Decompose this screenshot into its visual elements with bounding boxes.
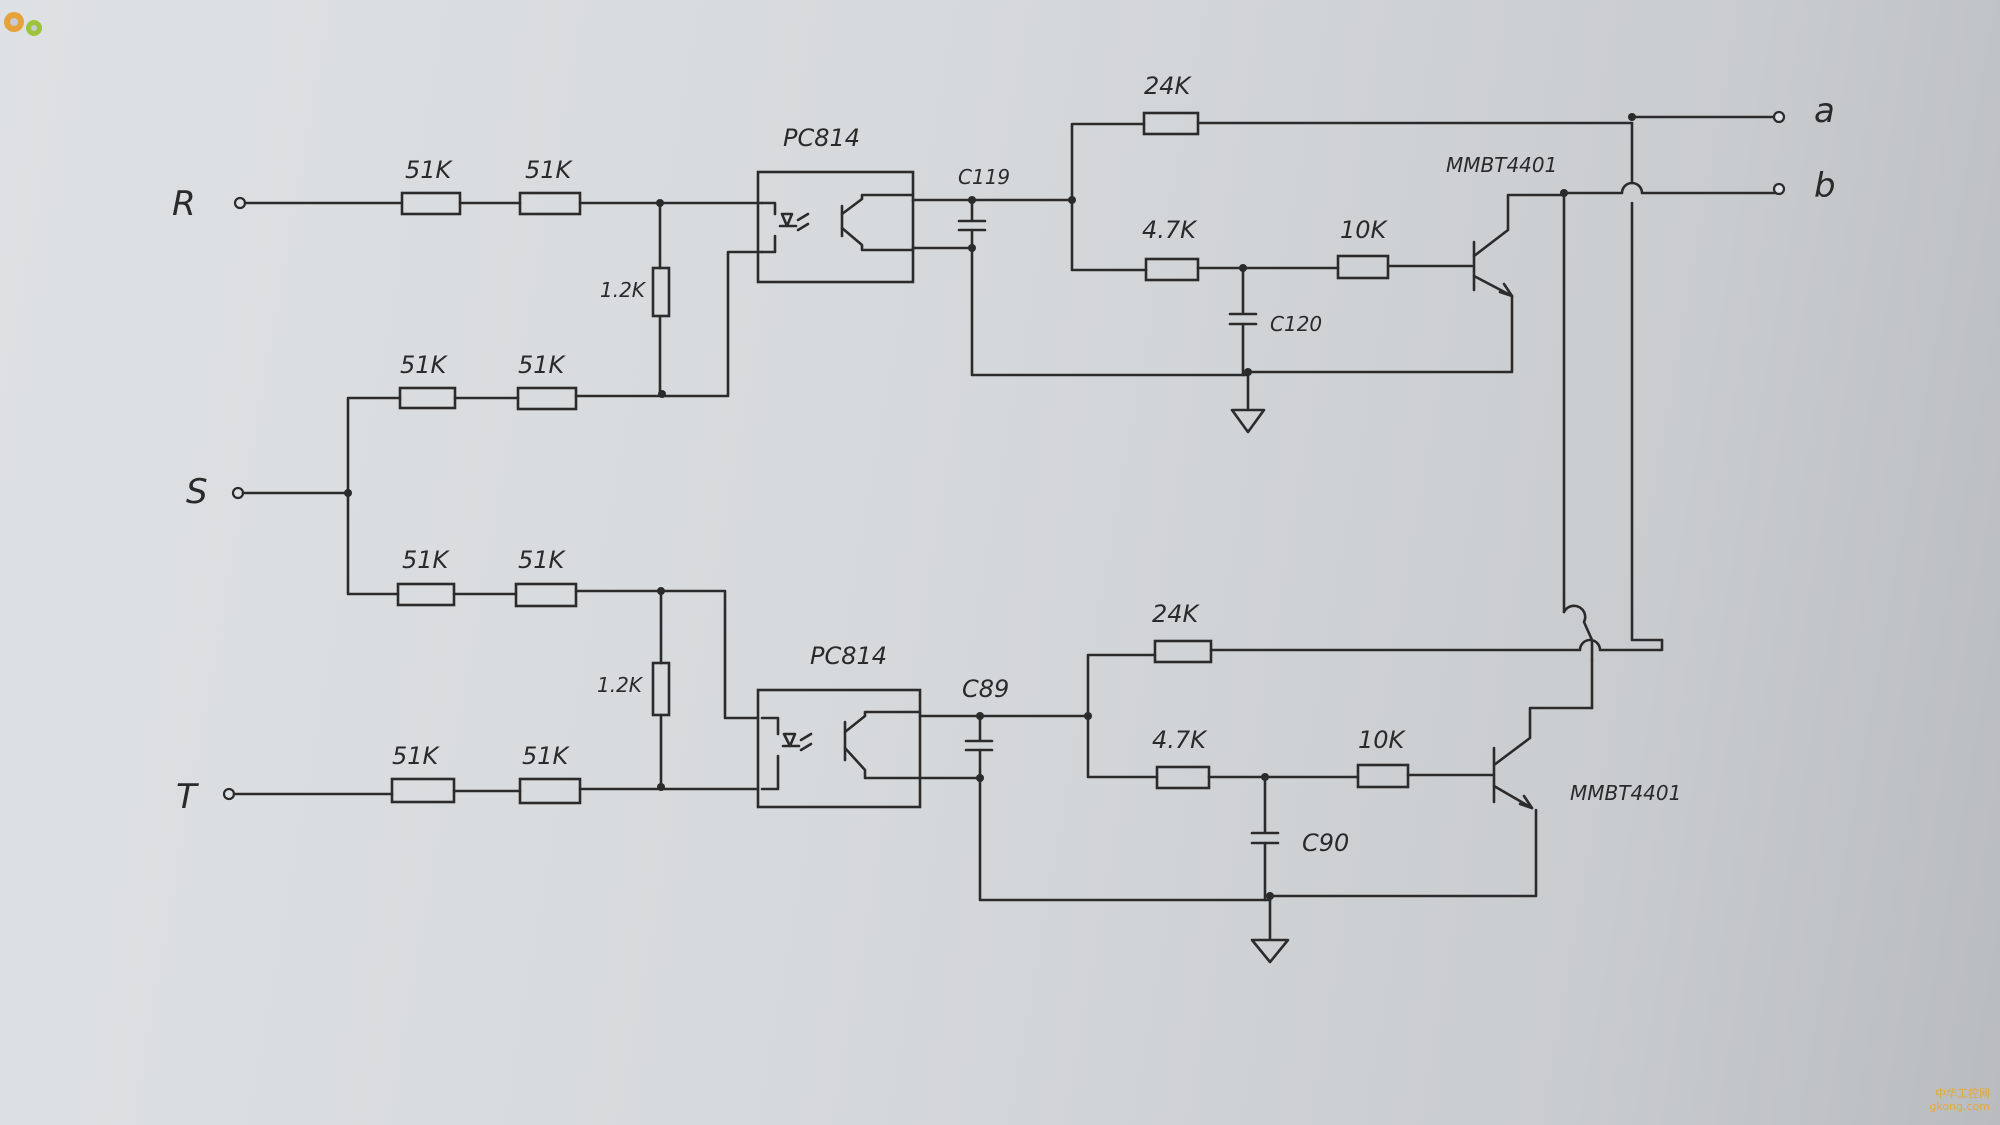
label-r-res1: 51K [405, 156, 454, 184]
label-c119: C119 [958, 165, 1010, 189]
ic-label-bottom: PC814 [810, 642, 887, 670]
s-input-network [231, 250, 764, 791]
label-47k-top: 4.7K [1142, 216, 1198, 244]
label-mmbt-top: MMBT4401 [1446, 153, 1557, 177]
terminal-label-r: R [172, 184, 196, 224]
label-24k-top: 24K [1144, 72, 1193, 100]
resistor-24k-top [1142, 111, 1200, 136]
resistor-24k-bot [1153, 639, 1213, 664]
capacitor-c120 [1228, 312, 1258, 326]
resistor-s-bot-2 [514, 582, 578, 608]
label-mmbt-bot: MMBT4401 [1570, 781, 1681, 805]
optocoupler-bottom [756, 688, 922, 809]
resistor-10k-top [1336, 254, 1390, 280]
resistor-t-2 [518, 777, 582, 805]
terminal-t [222, 787, 236, 801]
label-t-res1: 51K [392, 742, 441, 770]
watermark-line1: 中华工控网 [1935, 1087, 1990, 1100]
resistor-r-1 [400, 191, 462, 216]
resistor-s-top-1 [398, 386, 457, 410]
terminal-r [233, 196, 247, 210]
label-s-bot-res1: 51K [402, 546, 451, 574]
optocoupler-top [756, 170, 915, 284]
watermark-gear-icon [4, 12, 42, 36]
top-output-network [911, 110, 1786, 642]
watermark-line2: gkong.com [1929, 1100, 1990, 1113]
t-input-network [222, 777, 760, 805]
resistor-s-bot-1 [396, 582, 456, 607]
ground-symbol-top [1230, 408, 1266, 434]
capacitor-c119 [957, 219, 987, 232]
label-47k-bot: 4.7K [1152, 726, 1208, 754]
label-c120: C120 [1270, 312, 1322, 336]
resistor-r-2 [518, 191, 582, 216]
ic-label-top: PC814 [783, 124, 860, 152]
label-10k-bot: 10K [1358, 726, 1407, 754]
resistor-shunt-bot [651, 661, 671, 717]
terminal-s [231, 486, 245, 500]
terminal-b [1772, 182, 1786, 196]
terminal-label-a: a [1814, 91, 1835, 131]
resistor-shunt-top [651, 266, 671, 318]
transistor-top [1472, 193, 1564, 298]
ground-symbol-bot [1250, 938, 1290, 964]
label-10k-top: 10K [1340, 216, 1389, 244]
bottom-output-network [918, 604, 1664, 964]
terminal-a [1772, 110, 1786, 124]
resistor-10k-bot [1356, 763, 1410, 789]
label-s-top-res1: 51K [400, 351, 449, 379]
resistor-47k-bot [1155, 765, 1211, 790]
label-s-top-res2: 51K [518, 351, 567, 379]
capacitor-c90 [1250, 831, 1280, 845]
capacitor-c89 [964, 739, 994, 752]
label-c89: C89 [962, 675, 1009, 703]
label-shunt-bot: 1.2K [597, 673, 644, 697]
terminal-label-s: S [186, 472, 208, 512]
label-t-res2: 51K [522, 742, 571, 770]
resistor-s-top-2 [516, 386, 578, 411]
transistor-bot [1492, 706, 1594, 810]
label-24k-bot: 24K [1152, 600, 1201, 628]
terminal-label-t: T [176, 777, 199, 817]
label-s-bot-res2: 51K [518, 546, 567, 574]
label-r-res2: 51K [525, 156, 574, 184]
label-shunt-top: 1.2K [600, 278, 647, 302]
resistor-t-1 [390, 777, 456, 804]
resistor-47k-top [1144, 257, 1200, 282]
label-c90: C90 [1302, 829, 1349, 857]
watermark-text: 中华工控网 gkong.com [1929, 1087, 1990, 1113]
r-input-network [233, 191, 764, 398]
terminal-label-b: b [1814, 166, 1836, 206]
